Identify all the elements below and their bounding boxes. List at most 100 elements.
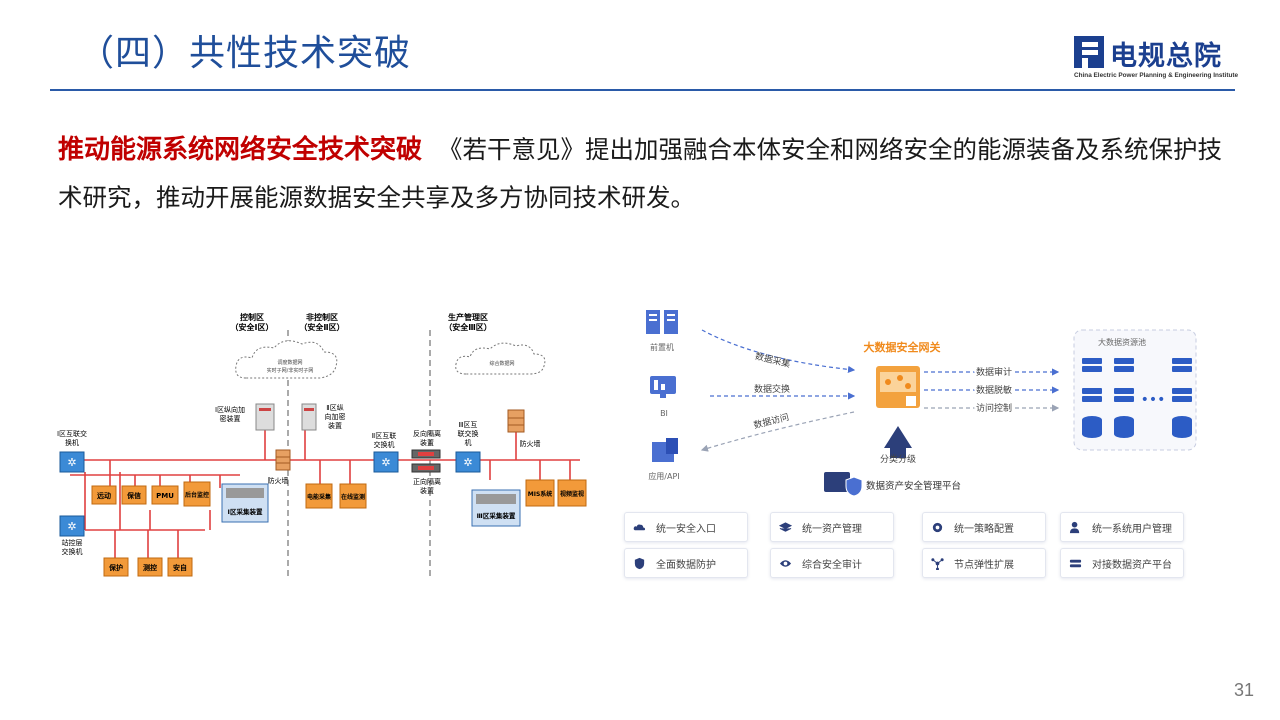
zone-3-sub: （安全Ⅲ区）: [444, 322, 492, 332]
output-access-control: 访问控制: [976, 402, 1012, 414]
output-masking: 数据脱敏: [976, 384, 1012, 396]
box-mis-system: MIS系统: [528, 490, 553, 498]
zone2-switch-label-2: 交换机: [374, 440, 395, 449]
output-audit: 数据审计: [976, 366, 1012, 378]
svg-text:✲: ✲: [67, 456, 76, 469]
zone3-collector-label: Ⅲ区采集装置: [477, 511, 516, 520]
pool-title: 大数据资源池: [1098, 337, 1146, 347]
zone3-switch-icon: ✲: [455, 451, 481, 473]
cloud-icon: [633, 523, 646, 530]
security-gateway-icon: [876, 366, 920, 408]
cloud-1-line1: 调度数据网: [277, 359, 302, 366]
intro-paragraph: 推动能源系统网络安全技术突破《若干意见》提出加强融合本体安全和网络安全的能源装备…: [58, 126, 1238, 222]
box-energy-collect: 电能采集: [307, 493, 332, 501]
classify-label: 分类分级: [880, 453, 916, 465]
intro-body: 《若干意见》提出加强融合本体安全和网络安全的能源装备及系统保护技术研究，推动开展…: [58, 135, 1223, 212]
network-zoning-diagram: 控制区 （安全Ⅰ区） 非控制区 （安全Ⅱ区） 生产管理区 （安全Ⅲ区） 调度数据…: [50, 300, 610, 590]
source-bi: BI: [660, 409, 668, 418]
platform-title: 数据资产安全管理平台: [866, 480, 961, 492]
zone1-switch-label-1: Ⅰ区互联交: [57, 429, 87, 438]
box-baoxin: 保信: [126, 491, 141, 500]
box-pmu: PMU: [156, 492, 174, 500]
station-switch-label-1: 站控层: [62, 538, 83, 547]
reverse-isolation-device-icon: [411, 449, 441, 459]
firewall-1-label: 防火墙: [268, 476, 289, 485]
dispatch-network-cloud-icon: [235, 340, 338, 379]
box-backend-monitor: 后台监控: [185, 491, 209, 499]
app-api-icon: [652, 438, 678, 462]
source-front-end: 前置机: [650, 342, 674, 352]
flow-collect: 数据采集: [754, 350, 792, 370]
reverse-isolation-label-1: 反向隔离: [413, 429, 441, 438]
integrated-network-cloud-icon: [455, 342, 546, 375]
forward-isolation-device-icon: [411, 463, 441, 473]
zone1-encrypt-label-2: 密装置: [220, 414, 241, 423]
feature-unified-user: 统一系统用户管理: [1060, 512, 1184, 542]
link-icon: [1069, 559, 1082, 567]
box-measure-control: 测控: [143, 563, 157, 572]
svg-text:✲: ✲: [67, 520, 76, 533]
zone1-encryption-device-icon: [255, 403, 275, 431]
data-security-platform-diagram: 前置机 BI 应用/API 数据采集 数据交换 数据访问 大数据安全网关: [618, 300, 1218, 590]
cloud-2-line1: 综合数据网: [489, 360, 514, 367]
zone2-encrypt-label-3: 装置: [328, 421, 342, 430]
gear-icon: [932, 522, 943, 532]
forward-isolation-label-1: 正向隔离: [413, 477, 441, 486]
zone2-encrypt-label-2: 向加密: [325, 412, 346, 421]
reverse-isolation-label-2: 装置: [420, 438, 434, 447]
box-protection: 保护: [108, 563, 123, 572]
feature-unified-policy: 统一策略配置: [922, 512, 1046, 542]
forward-isolation-label-2: 装置: [420, 486, 434, 495]
box-online-monitor: 在线监测: [341, 493, 365, 501]
logo-subtitle: China Electric Power Planning & Engineer…: [1074, 72, 1239, 79]
title-rule: [50, 89, 1235, 91]
svg-text:✲: ✲: [381, 456, 390, 469]
zone3-collector-icon: [471, 489, 521, 527]
page-number: 31: [1233, 680, 1254, 700]
zone2-encrypt-label-1: Ⅱ区纵: [326, 404, 343, 412]
front-end-server-icon: [646, 310, 678, 334]
resource-pool-servers-icon: [1082, 358, 1192, 438]
feature-asset-platform-link: 对接数据资产平台: [1060, 548, 1184, 578]
box-video-monitor: 视频监视: [560, 490, 584, 498]
zone2-switch-icon: ✲: [373, 451, 399, 473]
platform-shield-icon: [824, 472, 863, 497]
shield-icon: [634, 557, 645, 569]
zone-1-sub: （安全Ⅰ区）: [231, 322, 274, 332]
bi-monitor-icon: [650, 376, 676, 398]
logo-text: 电规总院: [1110, 41, 1222, 72]
feature-data-protection: 全面数据防护: [624, 548, 748, 578]
firewall-3-label: 防火墙: [520, 439, 541, 448]
zone2-switch-label-1: Ⅱ区互联: [372, 431, 396, 440]
logo: 电规总院 China Electric Power Planning & Eng…: [1074, 34, 1239, 84]
user-icon: [1069, 521, 1080, 533]
zone1-collector-label: Ⅰ区采集装置: [228, 507, 263, 516]
layers-icon: [779, 521, 792, 532]
zone1-collector-icon: [221, 483, 269, 523]
eye-icon: [779, 559, 792, 567]
zone3-switch-label-1: Ⅲ区互: [459, 421, 478, 429]
zone1-firewall-icon: [275, 449, 291, 471]
feature-unified-asset: 统一资产管理: [770, 512, 894, 542]
box-security-auto: 安自: [173, 563, 187, 572]
zone-2-sub: （安全Ⅱ区）: [299, 322, 344, 332]
zone-1-name: 控制区: [240, 312, 264, 322]
feature-security-audit: 综合安全审计: [770, 548, 894, 578]
gateway-title: 大数据安全网关: [864, 340, 941, 354]
source-app-api: 应用/API: [648, 471, 679, 481]
slide-title: （四）共性技术突破: [78, 33, 412, 74]
zone3-firewall-icon: [507, 409, 525, 433]
more-dots-icon: •••: [1141, 392, 1166, 408]
box-yuandong: 远动: [97, 491, 111, 500]
zone2-encryption-device-icon: [301, 403, 317, 431]
nodes-icon: [931, 557, 944, 570]
flow-exchange: 数据交换: [754, 383, 790, 395]
logo-mark-icon: [1074, 36, 1104, 68]
station-switch-icon: ✲: [59, 515, 85, 537]
zone-2-name: 非控制区: [306, 312, 338, 322]
zone1-switch-icon: ✲: [59, 451, 85, 473]
zone1-encrypt-label-1: Ⅰ区纵向加: [215, 405, 245, 414]
zone3-switch-label-3: 机: [465, 438, 472, 447]
zone3-switch-label-2: 联交换: [458, 429, 479, 438]
zone1-switch-label-2: 换机: [65, 438, 79, 447]
